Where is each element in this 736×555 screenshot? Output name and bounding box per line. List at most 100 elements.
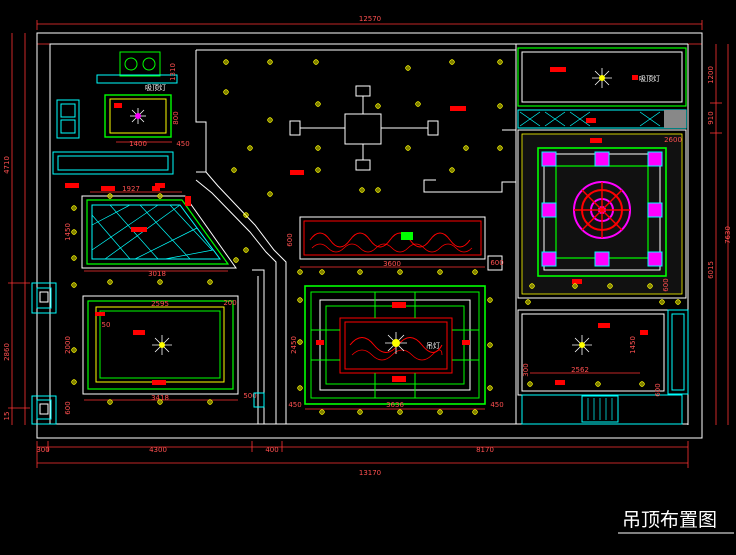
dim-right-mid: 910 (707, 111, 715, 124)
dim-dining-top: 1927 (122, 185, 140, 193)
downlight-icon (247, 145, 253, 151)
downlight-icon (497, 145, 503, 151)
dim-kitchen-top: 1310 (169, 63, 177, 81)
downlights (71, 59, 681, 415)
dim-kitchen-w: 1400 (129, 140, 147, 148)
label-living-lamp: 吊灯 (426, 341, 440, 350)
downlight-icon (357, 269, 363, 275)
downlight-icon (71, 229, 77, 235)
dim-corridor-seg: 500 (243, 392, 256, 400)
downlight-icon (107, 279, 113, 285)
downlight-icon (223, 59, 229, 65)
downlight-icon (267, 191, 273, 197)
downlight-icon (297, 297, 303, 303)
master-bedroom: 1450 2562 300 600 (517, 309, 689, 425)
label-top-right-lamp: 吸顶灯 (639, 74, 660, 83)
downlight-icon (297, 339, 303, 345)
downlight-icon (107, 399, 113, 405)
downlight-icon (647, 283, 653, 289)
downlight-icon (472, 269, 478, 275)
downlight-icon (527, 381, 533, 387)
downlight-icon (157, 399, 163, 405)
dim-left-upper: 4710 (3, 156, 11, 174)
downlight-icon (487, 385, 493, 391)
dim-left-lower: 2860 (3, 343, 11, 361)
dim-bottom-seg-2: 4300 (149, 446, 167, 454)
dim-living-bottom: 3636 (386, 401, 404, 409)
downlight-icon (415, 101, 421, 107)
dimension-texts: 12570 13170 300 4300 400 8170 4710 2860 … (3, 15, 732, 477)
downlight-icon (315, 145, 321, 151)
downlight-icon (375, 187, 381, 193)
drawing-title: 吊顶布置图 (622, 509, 717, 531)
downlight-icon (463, 145, 469, 151)
dim-master-top: 2562 (571, 366, 589, 374)
downlight-icon (595, 381, 601, 387)
downlight-icon (607, 283, 613, 289)
downlight-icon (71, 205, 77, 211)
downlight-icon (359, 187, 365, 193)
downlight-icon (233, 257, 239, 263)
dim-living-h: 2450 (290, 336, 298, 354)
downlight-icon (497, 103, 503, 109)
downlight-icon (449, 59, 455, 65)
downlight-icon (297, 269, 303, 275)
downlight-icon (529, 283, 535, 289)
downlight-icon (157, 279, 163, 285)
dim-bottom-seg-1: 300 (36, 446, 49, 454)
downlight-icon (437, 269, 443, 275)
dim-living-bottom-l: 450 (288, 401, 301, 409)
downlight-icon (472, 409, 478, 415)
dining-area: 1927 1450 3018 (64, 185, 237, 278)
downlight-icon (71, 379, 77, 385)
downlight-icon (375, 103, 381, 109)
label-kitchen-lamp: 吸顶灯 (145, 83, 166, 92)
downlight-icon (157, 193, 163, 199)
dim-master-l: 300 (522, 363, 530, 376)
dim-left-bottom: 15 (3, 412, 11, 421)
dim-dining-bottom: 3018 (148, 270, 166, 278)
downlight-icon (525, 299, 531, 305)
kitchen-area: 吸顶灯 1400 450 800 1310 (52, 51, 190, 191)
dim-bed-top: 2595 (151, 300, 169, 308)
downlight-icon (487, 297, 493, 303)
dim-bottom-seg-3: 400 (265, 446, 278, 454)
dim-bottom-seg-4: 8170 (476, 446, 494, 454)
downlight-icon (319, 269, 325, 275)
living-main-ceiling: 吊灯 2450 450 3636 450 (288, 285, 504, 410)
ornate-room: 2600 600 (517, 129, 687, 299)
downlight-icon (437, 409, 443, 415)
dim-top-total: 12570 (359, 15, 381, 23)
downlight-icon (405, 145, 411, 151)
dim-right-upper: 1200 (707, 66, 715, 84)
downlight-icon (243, 212, 249, 218)
downlight-icon (315, 101, 321, 107)
downlight-icon (405, 65, 411, 71)
bedroom-area: 2595 200 50 2000 3418 600 500 (31, 282, 257, 425)
downlight-icon (297, 385, 303, 391)
dim-right-lower: 6015 (707, 261, 715, 279)
dim-kitchen-h: 800 (172, 111, 180, 124)
top-right-room: 吸顶灯 (517, 47, 687, 129)
downlight-icon (243, 247, 249, 253)
dim-right-total: 7630 (724, 226, 732, 244)
downlight-icon (267, 117, 273, 123)
dim-bed-h: 2000 (64, 336, 72, 354)
downlight-icon (497, 59, 503, 65)
dim-right-top-small: 2600 (664, 136, 682, 144)
dim-bed-side: 600 (64, 401, 72, 414)
outer-walls (36, 32, 703, 439)
downlight-icon (231, 167, 237, 173)
dim-bed-bottom: 3418 (151, 394, 169, 402)
dim-bed-top-r: 200 (223, 299, 236, 307)
downlight-icon (357, 409, 363, 415)
living-feature-wall: 600 3600 600 (286, 216, 504, 271)
dim-living-top: 600 (490, 259, 503, 267)
downlight-icon (675, 299, 681, 305)
dim-bottom-total: 13170 (359, 469, 381, 477)
downlight-icon (397, 409, 403, 415)
dim-master-h: 1450 (629, 336, 637, 354)
downlight-icon (71, 347, 77, 353)
downlight-icon (639, 381, 645, 387)
downlight-icon (487, 342, 493, 348)
